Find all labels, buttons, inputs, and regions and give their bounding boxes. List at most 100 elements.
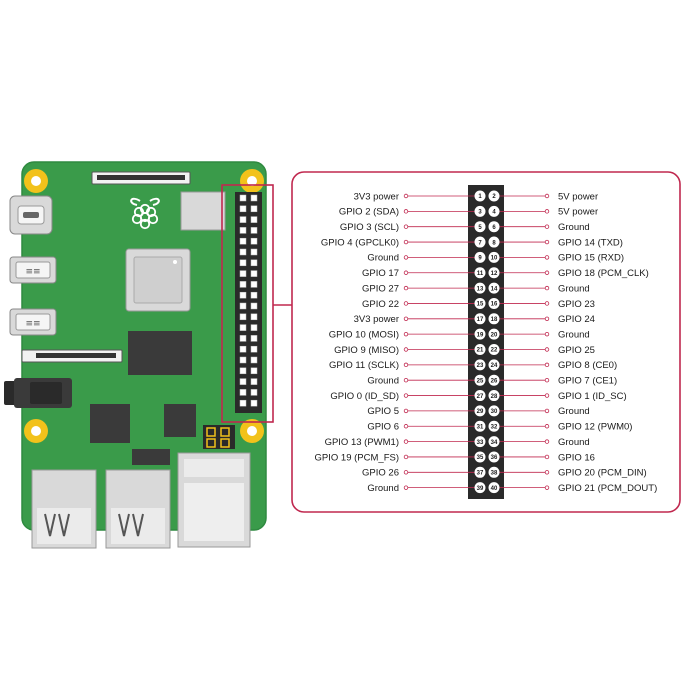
pin-circle: [488, 359, 500, 371]
pin-leader-dot: [544, 331, 550, 337]
pin-circle: [474, 205, 486, 217]
pin-leader-dot: [544, 378, 550, 383]
pin-leader-dot: [403, 362, 409, 368]
pin-number: 15: [477, 302, 484, 308]
pin-number: 4: [492, 210, 496, 216]
usb-c-port: [9, 195, 53, 235]
mount-hole-bottom-right: [240, 419, 264, 443]
pin-circle: [474, 344, 486, 355]
pin-label: Ground: [367, 376, 399, 387]
pin-label: 3V3 power: [354, 314, 399, 325]
header-pin: [239, 324, 247, 331]
pin-leader-dot: [544, 470, 550, 475]
header-pin: [239, 291, 247, 299]
pin-row-right: GPIO 20 (PCM_DIN)38: [488, 466, 647, 479]
header-pin: [250, 389, 258, 396]
pin-label: GPIO 9 (MISO): [334, 345, 399, 356]
pin-label: GPIO 15 (RXD): [558, 253, 624, 264]
header-pin: [250, 302, 258, 310]
pin-label: GPIO 14 (TXD): [558, 237, 623, 248]
pin-leader-dot: [544, 301, 550, 306]
pin-leader-dot: [544, 424, 550, 429]
pin-label: GPIO 4 (GPCLK0): [321, 237, 399, 248]
pin-number: 24: [491, 363, 498, 369]
usb-controller-chip: [90, 404, 130, 443]
soc-chip: [125, 248, 191, 312]
pin-leader-dot: [544, 285, 550, 291]
pin-circle: [488, 344, 500, 355]
pin-circle: [488, 190, 500, 202]
header-pin: [250, 356, 258, 364]
pin-label: GPIO 25: [558, 345, 595, 356]
pin-circle: [474, 190, 486, 202]
pin-circle: [488, 236, 500, 248]
ram-chip: [128, 331, 192, 375]
pin-circle: [474, 405, 486, 417]
pin-circle: [474, 420, 486, 432]
pin-circle: [488, 436, 500, 448]
pin-leader-dot: [544, 439, 550, 444]
pin-number: 23: [477, 363, 484, 369]
header-pin: [250, 281, 258, 288]
camera-connector: [21, 349, 123, 363]
pin-circle: [474, 282, 486, 294]
pin-number: 34: [491, 440, 498, 446]
header-pin: [250, 345, 258, 353]
pin-number: 17: [477, 317, 484, 323]
pin-number: 40: [491, 486, 498, 492]
header-pin: [239, 356, 247, 364]
display-connector: [91, 171, 191, 185]
pin-number: 21: [477, 348, 484, 354]
pin-circle: [488, 451, 500, 463]
pin-label: Ground: [367, 483, 399, 494]
pin-number: 8: [492, 240, 496, 246]
pin-number: 5: [478, 225, 482, 231]
pin-label: Ground: [558, 437, 590, 448]
pin-number: 16: [491, 302, 498, 308]
pin-leader-dot: [544, 224, 550, 229]
pin-leader-dot: [403, 347, 409, 352]
pin-leader-dot: [403, 301, 409, 306]
pin-circle: [488, 251, 500, 263]
mount-hole-top-left: [24, 169, 48, 193]
pin-number: 12: [491, 271, 498, 277]
header-pin: [250, 335, 258, 342]
pin-label: Ground: [558, 283, 590, 294]
pin-leader-dot: [403, 316, 409, 321]
header-pin: [239, 367, 247, 375]
pin-leader-dot: [403, 239, 409, 245]
pin-label: GPIO 6: [367, 422, 399, 433]
pin-label: GPIO 12 (PWM0): [558, 422, 632, 433]
pin-leader-dot: [403, 193, 409, 199]
pin-label: GPIO 23: [558, 299, 595, 310]
pin-circle: [474, 236, 486, 248]
pin-number: 19: [477, 332, 484, 338]
pin-number: 25: [477, 378, 484, 384]
pin-row-left: GPIO 3 (SCL)5: [340, 221, 486, 233]
usb2-port-stack: [31, 469, 97, 549]
header-pin: [250, 248, 258, 256]
pin-circle: [474, 313, 486, 325]
pin-row-left: GPIO 19 (PCM_FS)35: [315, 451, 486, 463]
pin-circle: [488, 390, 500, 402]
header-pin: [250, 216, 258, 223]
mount-hole-top-right: [240, 169, 264, 193]
pin-leader-dot: [544, 485, 550, 490]
pin-circle: [474, 359, 486, 371]
header-pin: [239, 389, 247, 396]
header-pin: [250, 313, 258, 321]
pin-number: 20: [491, 332, 498, 338]
pin-circle: [474, 390, 486, 402]
pin-leader-dot: [403, 209, 409, 214]
pin-label: GPIO 13 (PWM1): [325, 437, 399, 448]
header-pin: [250, 324, 258, 331]
